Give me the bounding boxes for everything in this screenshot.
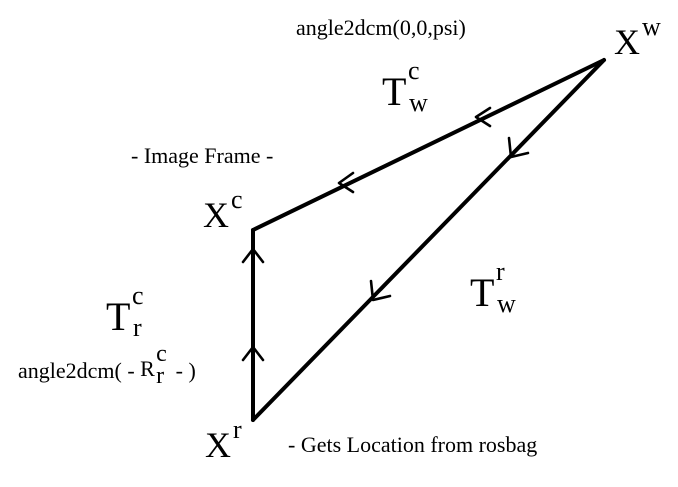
transform-world-to-camera-sup: c xyxy=(408,56,420,85)
arrowhead-robot-camera-2 xyxy=(241,345,265,362)
transform-world-to-camera-base: T xyxy=(382,69,407,114)
transform-robot-to-camera-sub: r xyxy=(133,313,142,342)
transform-world-to-robot-base: T xyxy=(470,270,495,315)
left-function-sub: r xyxy=(156,363,165,389)
node-robot-label: Xr xyxy=(205,417,242,465)
transform-robot-to-camera-base: T xyxy=(106,294,131,339)
node-camera-sup: c xyxy=(231,185,243,214)
left-function-suffix: - ) xyxy=(170,358,196,383)
transform-world-to-camera-sub: w xyxy=(409,88,428,117)
left-function-base: R xyxy=(140,356,155,381)
transform-world-to-robot-sub: w xyxy=(497,289,516,318)
annotation-top-function: angle2dcm(0,0,psi) xyxy=(296,15,466,40)
annotation-image-frame: - Image Frame - xyxy=(131,143,274,168)
transform-world-to-robot: T r w xyxy=(470,259,516,317)
node-world-base: X xyxy=(614,22,640,62)
transform-robot-to-camera: T c r xyxy=(106,283,144,341)
transform-world-to-camera: T c w xyxy=(382,58,428,116)
left-function-prefix: angle2dcm( - xyxy=(18,358,141,383)
left-function-sup: c xyxy=(156,341,167,367)
arrowhead-world-camera-2 xyxy=(337,171,355,194)
node-world-sup: w xyxy=(642,12,661,41)
arrowhead-robot-camera-1 xyxy=(241,247,265,264)
node-camera-label: Xc xyxy=(203,187,243,235)
arrowhead-world-robot-2 xyxy=(369,279,392,302)
edge-world-to-robot xyxy=(251,58,606,422)
transform-world-to-robot-sup: r xyxy=(496,257,505,286)
node-robot-base: X xyxy=(205,425,231,465)
edge-world-to-camera xyxy=(251,58,606,232)
node-robot-sup: r xyxy=(233,415,242,444)
arrowhead-world-robot-1 xyxy=(507,136,530,159)
arrowhead-world-camera-1 xyxy=(474,106,492,128)
annotation-rosbag: - Gets Location from rosbag xyxy=(288,432,538,457)
transform-robot-to-camera-sup: c xyxy=(132,281,144,310)
node-world-label: Xw xyxy=(614,14,661,62)
node-camera-base: X xyxy=(203,195,229,235)
